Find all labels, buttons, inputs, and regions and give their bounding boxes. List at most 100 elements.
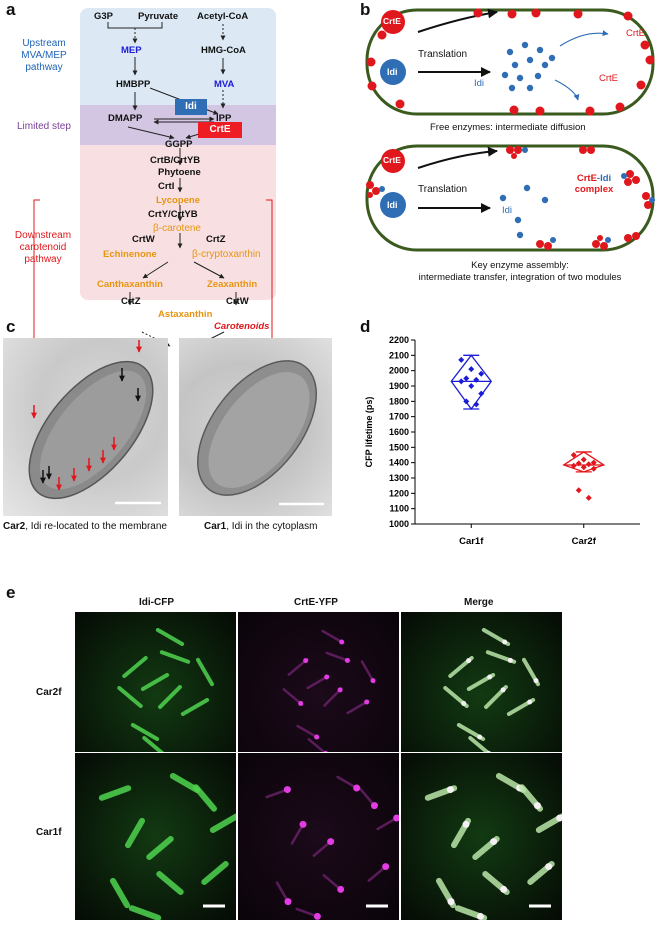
- data-point-Car1f: [458, 356, 465, 363]
- y-tick-label: 2100: [389, 350, 409, 360]
- enzyme-crtw-1: CrtW: [132, 234, 155, 245]
- upstream-region: [80, 8, 276, 105]
- micro-car2f-merge: [400, 611, 563, 780]
- limited-step-label: Limited step: [17, 121, 71, 132]
- node-mep: MEP: [121, 45, 142, 56]
- lifetime-chart: 1000110012001300140015001600170018001900…: [364, 335, 640, 547]
- crte-circle-label-bottom: CrtE: [383, 155, 401, 165]
- downstream-region: [80, 145, 276, 300]
- micro-car2f-crte-yfp: [237, 611, 400, 780]
- node-phytoene: Phytoene: [158, 167, 201, 178]
- node-pyruvate: Pyruvate: [138, 11, 179, 22]
- data-point-Car1f: [458, 378, 465, 385]
- data-point-Car2f: [575, 460, 582, 467]
- y-tick-label: 1600: [389, 427, 409, 437]
- y-tick-label: 1400: [389, 458, 409, 468]
- node-astaxanthin: Astaxanthin: [158, 309, 213, 320]
- y-tick-label: 1800: [389, 396, 409, 406]
- panel-label-c: c: [6, 317, 16, 336]
- micro-car1f-idi-cfp: [74, 752, 237, 921]
- data-point-Car2f: [585, 461, 592, 468]
- caption-car2: Car2, Idi re-located to the membrane: [3, 521, 167, 532]
- data-point-Car2f: [590, 459, 597, 466]
- data-point-Car1f: [468, 366, 475, 373]
- y-tick-label: 1700: [389, 412, 409, 422]
- node-acetyl-coa: Acetyl-CoA: [197, 11, 249, 22]
- data-point-Car2f: [590, 465, 597, 472]
- carotenoids-label: Carotenoids: [214, 321, 270, 332]
- node-echinenone: Echinenone: [103, 249, 157, 260]
- panel-label-b: b: [360, 0, 371, 19]
- row-label-car1f: Car1f: [36, 827, 62, 838]
- data-point-Car1f: [463, 398, 470, 405]
- data-point-Car2f: [570, 462, 577, 469]
- translation-label-top: Translation: [418, 49, 468, 60]
- y-tick-label: 2200: [389, 335, 409, 345]
- panel-label-e: e: [6, 583, 16, 602]
- panel-label-d: d: [360, 317, 371, 336]
- em-image-car2: [3, 338, 168, 516]
- data-point-Car2f: [575, 487, 582, 494]
- caption-car1: Car1, Idi in the cytoplasm: [204, 521, 318, 532]
- data-point-Car1f: [468, 383, 475, 389]
- crte-label-top-2: CrtE: [599, 73, 618, 84]
- col-header-idi-cfp: Idi-CFP: [139, 597, 174, 608]
- y-axis-label: CFP lifetime (ps): [364, 397, 374, 468]
- data-point-Car2f: [585, 494, 592, 501]
- enzyme-crtz-2: CrtZ: [121, 296, 141, 307]
- col-header-merge: Merge: [464, 597, 494, 608]
- y-tick-label: 1200: [389, 488, 409, 498]
- data-point-Car2f: [580, 456, 587, 463]
- y-tick-label: 2000: [389, 366, 409, 376]
- y-tick-label: 1900: [389, 381, 409, 391]
- micro-car1f-merge: [400, 752, 563, 921]
- diamond-Car1f: [450, 354, 493, 411]
- enzyme-crtb: CrtB/CrtYB: [150, 155, 201, 166]
- crte-idi-complex-label: CrtE-Idi complex: [574, 173, 614, 195]
- enzyme-crti: CrtI: [158, 181, 175, 192]
- node-beta-carotene: β-carotene: [153, 223, 201, 234]
- crte-box: CrtE: [198, 122, 242, 138]
- x-tick-label: Car1f: [459, 536, 484, 547]
- idi-circle-label-top: Idi: [387, 67, 398, 77]
- crte-label-top-1: CrtE: [626, 28, 645, 39]
- data-point-Car2f: [570, 452, 577, 458]
- idi-box: Idi: [175, 99, 207, 115]
- node-lycopene: Lycopene: [156, 195, 200, 206]
- node-ggpp: GGPP: [165, 139, 193, 150]
- upstream-label: Upstream MVA/MEP pathway: [21, 38, 67, 73]
- panel-label-a: a: [6, 0, 16, 19]
- node-hmbpp: HMBPP: [116, 79, 151, 90]
- x-tick-label: Car2f: [572, 536, 597, 547]
- node-ipp: IPP: [216, 113, 232, 124]
- enzyme-crty: CrtY/CrtYB: [148, 209, 198, 220]
- node-zeaxanthin: Zeaxanthin: [207, 279, 258, 290]
- y-tick-label: 1300: [389, 473, 409, 483]
- caption-key-enzyme: Key enzyme assembly: intermediate transf…: [418, 260, 622, 283]
- idi-label-bottom: Idi: [502, 205, 513, 216]
- node-canthaxanthin: Canthaxanthin: [97, 279, 163, 290]
- data-point-Car1f: [478, 370, 485, 377]
- data-point-Car2f: [580, 464, 587, 471]
- cell-top: [365, 8, 655, 116]
- enzyme-crtz-1: CrtZ: [206, 234, 226, 245]
- node-dmapp: DMAPP: [108, 113, 143, 124]
- col-header-crte-yfp: CrtE-YFP: [294, 597, 338, 608]
- crte-circle-label-top: CrtE: [383, 16, 401, 26]
- data-point-Car1f: [473, 376, 480, 383]
- node-g3p: G3P: [94, 11, 114, 22]
- enzyme-crtw-2: CrtW: [226, 296, 249, 307]
- caption-free-enzymes: Free enzymes: intermediate diffusion: [430, 122, 586, 133]
- idi-circle-label-bottom: Idi: [387, 200, 398, 210]
- data-point-Car1f: [473, 401, 480, 408]
- translation-label-bottom: Translation: [418, 184, 468, 195]
- node-beta-cryptoxanthin: β-cryptoxanthin: [192, 249, 261, 260]
- y-tick-label: 1500: [389, 442, 409, 452]
- data-point-Car1f: [478, 390, 485, 397]
- row-label-car2f: Car2f: [36, 687, 62, 698]
- cell-bottom: [365, 144, 655, 252]
- node-hmg-coa: HMG-CoA: [201, 45, 246, 56]
- idi-label-top: Idi: [474, 78, 485, 89]
- y-tick-label: 1000: [389, 519, 409, 529]
- em-image-car1: [179, 338, 332, 516]
